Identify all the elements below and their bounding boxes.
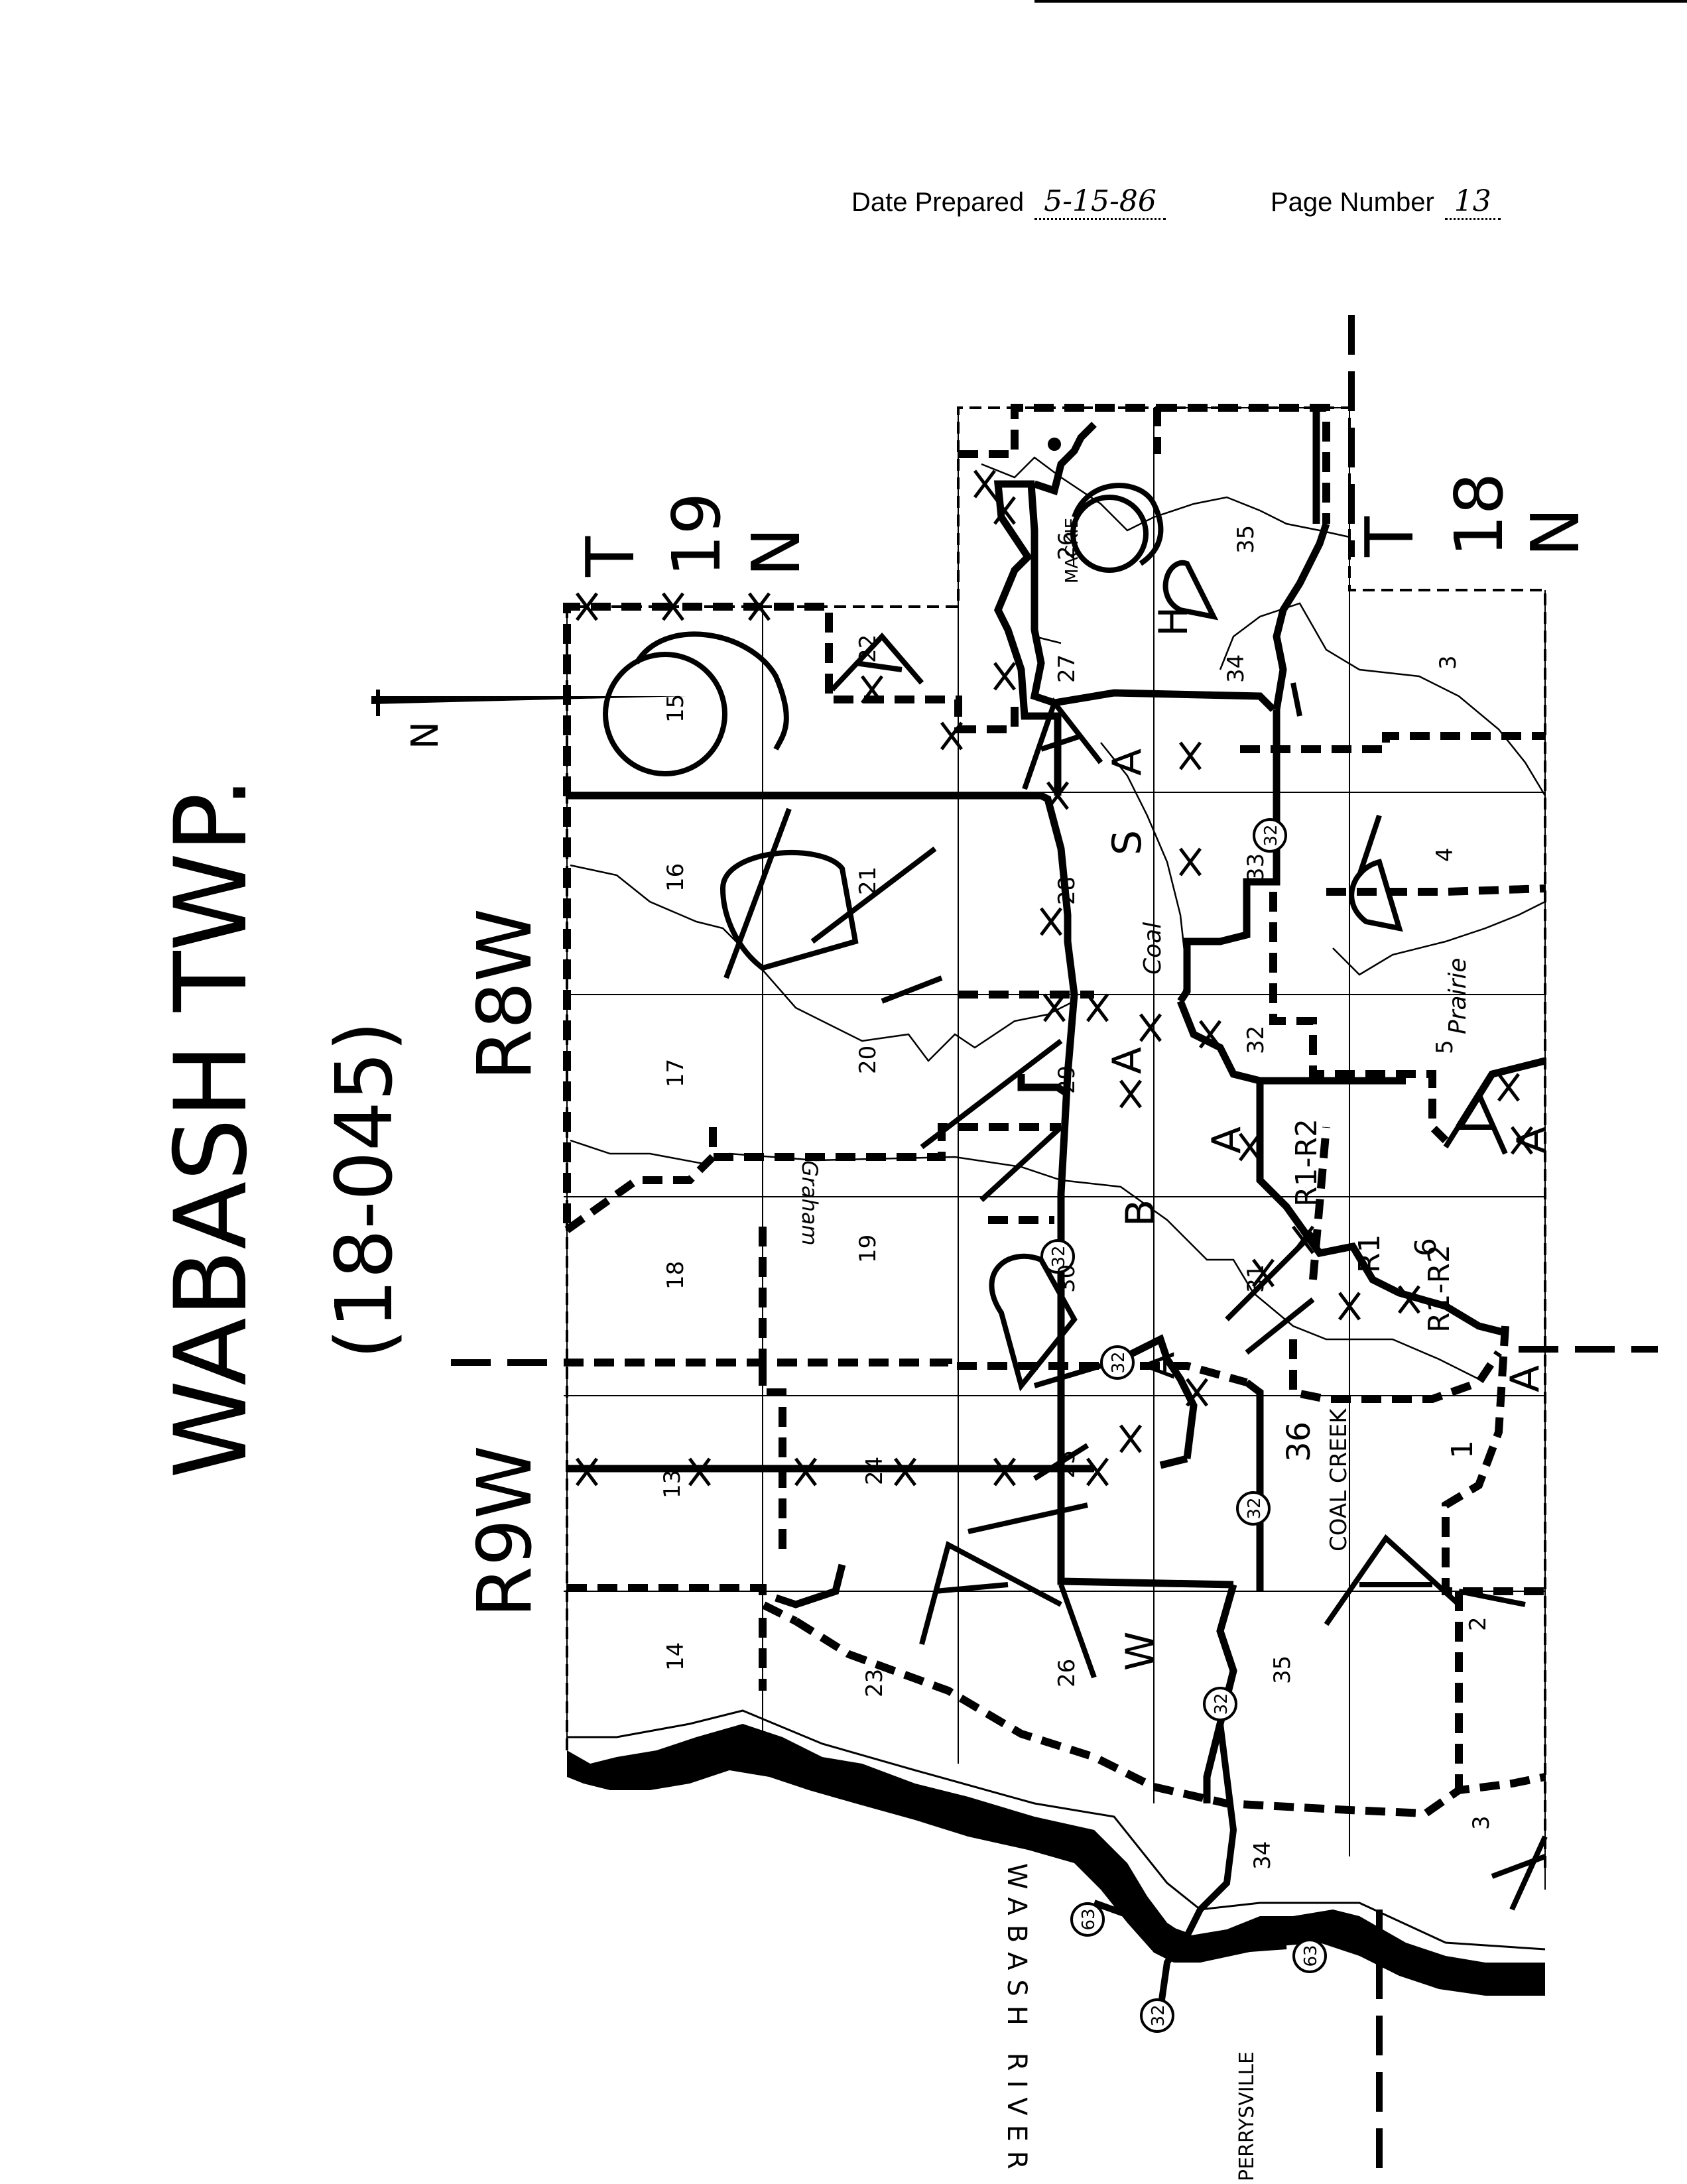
section-13: 13	[659, 1470, 686, 1498]
svg-text:63: 63	[1301, 1945, 1321, 1967]
north-arrow: N	[371, 690, 686, 749]
section-2: 2	[1465, 1616, 1491, 1631]
date-prepared-value: 5-15-86	[1034, 184, 1166, 220]
section-numbers: 13 14 15 16 17 18 19 20 21 22 23 24 25 2…	[659, 525, 1495, 1870]
route-32-shield: 32	[1203, 1687, 1237, 1721]
section-28: 28	[1054, 877, 1080, 905]
section-23: 23	[861, 1669, 888, 1697]
svg-text:32: 32	[1109, 1351, 1129, 1373]
section-1: 1	[1446, 1440, 1479, 1459]
svg-text:N: N	[737, 527, 815, 577]
section-16: 16	[662, 863, 689, 892]
svg-text:32: 32	[1245, 1497, 1265, 1519]
section-33: 33	[1243, 853, 1269, 882]
route-32-shield: 32	[1253, 818, 1287, 853]
zoning-mark-a: A	[1104, 1047, 1151, 1074]
mackie-dot	[1048, 438, 1061, 451]
section-36: 36	[1281, 1422, 1318, 1462]
route-63-shield: 63	[1070, 1902, 1105, 1937]
svg-text:T: T	[572, 536, 649, 577]
section-29: 29	[1054, 1065, 1080, 1094]
svg-text:T: T	[1351, 516, 1428, 558]
section-6: 6	[1409, 1238, 1443, 1256]
township-label-t18n: T 18 N	[1351, 473, 1594, 558]
zoning-boundary-heavy	[567, 408, 1546, 1803]
zoning-mark-a: A	[1137, 1352, 1184, 1379]
date-prepared-label: Date Prepared	[851, 188, 1025, 217]
svg-text:63: 63	[1079, 1908, 1099, 1930]
route-shields: 32 32 32 32 32 32 63 63	[1040, 438, 1327, 2033]
svg-text:32: 32	[1212, 1693, 1231, 1715]
section-4: 4	[1432, 847, 1458, 862]
section-24: 24	[861, 1457, 888, 1485]
zoning-mark-a: A	[1104, 749, 1151, 776]
route-63-shield: 63	[1292, 1939, 1327, 1973]
section-15: 15	[662, 694, 689, 723]
zoning-mark-r1-r2: R1-R2	[1290, 1119, 1324, 1207]
zoning-letters: A S A B W H A A R1-R2 R1 R1-R2 A A	[1104, 607, 1555, 1671]
wabash-river	[567, 1724, 1545, 1996]
top-border-line	[1034, 0, 1687, 3]
river-bank-line	[567, 1709, 1546, 1951]
township-label-t19n: T 19 N	[572, 493, 815, 577]
section-5: 5	[1432, 1040, 1458, 1054]
zoning-mark-a: A	[1204, 1126, 1250, 1154]
map-title: WABASH TWP. (18-045)	[154, 776, 410, 1479]
section-19: 19	[855, 1235, 881, 1263]
svg-text:19: 19	[658, 493, 735, 577]
township-title: WABASH TWP.	[154, 776, 269, 1479]
section-27: 27	[1054, 654, 1080, 683]
stream-prairie: Prairie	[1444, 957, 1471, 1034]
svg-text:32: 32	[1261, 824, 1281, 846]
north-arrow-label: N	[404, 721, 447, 749]
section-18: 18	[662, 1261, 689, 1290]
place-coal-creek: COAL CREEK	[1326, 1408, 1352, 1551]
section-34-south: 34	[1249, 1841, 1276, 1870]
streams	[570, 456, 1546, 1380]
section-35-south: 35	[1269, 1656, 1296, 1684]
range-label-r8w: R8W	[462, 908, 548, 1081]
place-perrysville: PERRYSVILLE	[1235, 2051, 1259, 2181]
zoning-mark-h: H	[1151, 607, 1197, 637]
page-number-value: 13	[1444, 184, 1501, 220]
svg-text:N: N	[1517, 507, 1594, 557]
route-32-shield: 32	[1236, 1491, 1271, 1526]
section-14: 14	[662, 1642, 689, 1671]
route-32-shield: 32	[1100, 1345, 1135, 1380]
section-35: 35	[1233, 525, 1259, 554]
section-3: 3	[1468, 1815, 1495, 1830]
stream-coal: Coal	[1139, 922, 1166, 975]
route-32-shield: 32	[1140, 1998, 1174, 2033]
route-32-shield: 32	[1040, 1239, 1075, 1274]
zoning-mark-r1: R1	[1353, 1234, 1387, 1273]
stream-graham: Graham	[797, 1160, 822, 1246]
zoning-mark-w: W	[1117, 1632, 1164, 1671]
svg-text:18: 18	[1440, 473, 1518, 557]
page-number-field: Page Number 13	[1271, 184, 1501, 220]
boundary-x-marks	[576, 469, 1533, 1486]
section-3-north: 3	[1435, 655, 1462, 670]
svg-text:32: 32	[1149, 2004, 1168, 2026]
place-wabash-river: WABASH RIVER	[1001, 1863, 1032, 2179]
township-code: (18-045)	[318, 1021, 410, 1359]
zoning-mark-s: S	[1104, 830, 1151, 855]
section-34: 34	[1223, 654, 1249, 683]
section-20: 20	[855, 1046, 881, 1074]
date-prepared-field: Date Prepared 5-15-86	[851, 184, 1166, 220]
zoning-mark-r1-r2: R1-R2	[1422, 1244, 1456, 1333]
section-26: 26	[1054, 1659, 1080, 1687]
svg-text:32: 32	[1049, 1245, 1069, 1267]
section-32: 32	[1243, 1026, 1269, 1054]
road-lines	[1093, 1723, 1287, 2010]
section-17: 17	[662, 1059, 689, 1087]
place-names: MACKIE PERRYSVILLE COAL CREEK WABASH RIV…	[797, 518, 1471, 2181]
zoning-mark-b: B	[1117, 1199, 1164, 1227]
zoning-mark-a: A	[1502, 1365, 1548, 1392]
range-label-r9w: R9W	[462, 1445, 548, 1618]
page-number-label: Page Number	[1271, 188, 1434, 217]
